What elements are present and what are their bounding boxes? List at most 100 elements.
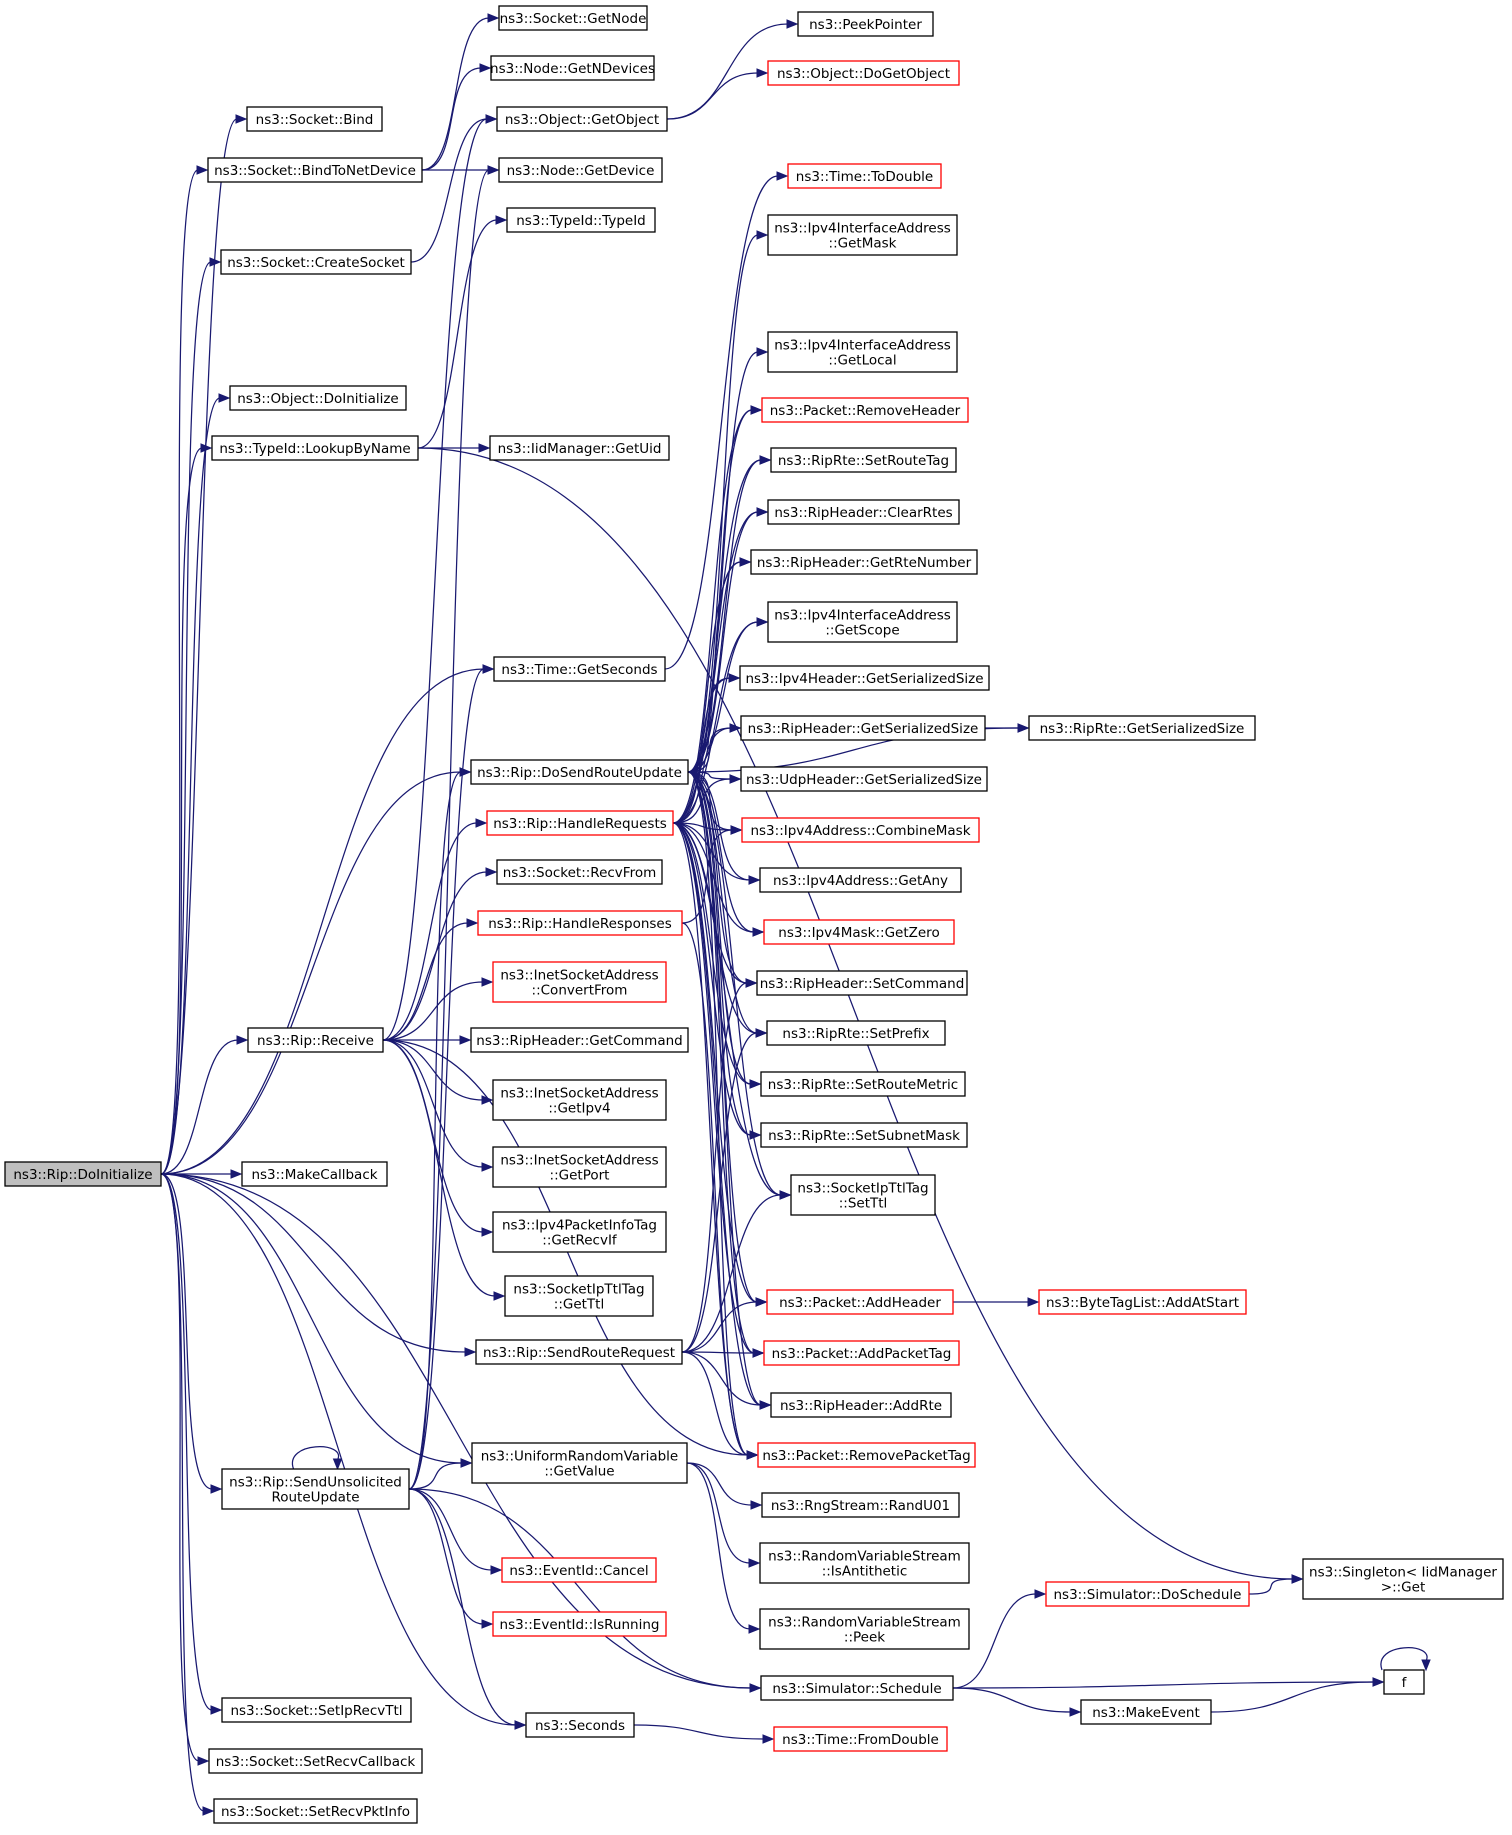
node-inetsa_convertfrom[interactable]: ns3::InetSocketAddress::ConvertFrom — [492, 961, 667, 1003]
node-socketipttltag_setttl[interactable]: ns3::SocketIpTtlTag::SetTtl — [790, 1174, 936, 1216]
node-label: f — [1402, 1675, 1408, 1691]
arrow-head — [514, 1720, 527, 1730]
edge-rip_handlerequests-to-ipv4mask_getzero — [672, 822, 765, 937]
node-inetsa_getport[interactable]: ns3::InetSocketAddress::GetPort — [492, 1146, 667, 1188]
node-rip_handleresponses[interactable]: ns3::Rip::HandleResponses — [477, 910, 683, 936]
node-riprte_setsubnetmask[interactable]: ns3::RipRte::SetSubnetMask — [760, 1122, 968, 1148]
node-box — [741, 817, 980, 843]
node-ipv4addr_getany[interactable]: ns3::Ipv4Address::GetAny — [759, 867, 962, 893]
node-ipv4ia_getlocal[interactable]: ns3::Ipv4InterfaceAddress::GetLocal — [767, 331, 958, 373]
node-iidmanager_getuid[interactable]: ns3::IidManager::GetUid — [489, 435, 670, 461]
node-typeid_typeid[interactable]: ns3::TypeId::TypeId — [506, 207, 656, 233]
node-ipv4pktinfotag_getrecvif[interactable]: ns3::Ipv4PacketInfoTag::GetRecvIf — [492, 1211, 667, 1253]
node-socket_setrecvcallback[interactable]: ns3::Socket::SetRecvCallback — [208, 1748, 423, 1774]
node-object_doinit[interactable]: ns3::Object::DoInitialize — [229, 385, 407, 411]
arrow-head — [756, 347, 769, 357]
node-eventid_cancel[interactable]: ns3::EventId::Cancel — [501, 1557, 657, 1583]
node-label: ns3::Socket::Bind — [256, 112, 374, 128]
node-box — [759, 1542, 970, 1584]
call-edges — [160, 13, 1431, 1816]
node-udpheader_getsize[interactable]: ns3::UdpHeader::GetSerializedSize — [740, 766, 988, 792]
node-riprte_setroutemetric[interactable]: ns3::RipRte::SetRouteMetric — [760, 1071, 966, 1097]
node-inetsa_getipv4[interactable]: ns3::InetSocketAddress::GetIpv4 — [492, 1079, 667, 1121]
node-ipv4ia_getscope[interactable]: ns3::Ipv4InterfaceAddress::GetScope — [767, 601, 958, 643]
node-label: ns3::Socket::RecvFrom — [503, 865, 657, 881]
node-makecallback[interactable]: ns3::MakeCallback — [241, 1161, 388, 1187]
node-box — [207, 157, 423, 183]
node-ripheader_getcommand[interactable]: ns3::RipHeader::GetCommand — [470, 1027, 689, 1053]
node-object_dogetobject[interactable]: ns3::Object::DoGetObject — [767, 60, 960, 86]
arrow-head — [196, 165, 209, 175]
edge-line — [408, 169, 490, 1490]
node-singleton_get[interactable]: ns3::Singleton< IidManager >::Get — [1302, 1558, 1504, 1600]
edge-f-to-f — [1380, 1647, 1431, 1672]
node-typeid_lookup[interactable]: ns3::TypeId::LookupByName — [211, 435, 419, 461]
node-box — [1045, 1581, 1250, 1607]
node-rvs_isantithetic[interactable]: ns3::RandomVariableStream::IsAntithetic — [759, 1542, 970, 1584]
node-packet_removeheader[interactable]: ns3::Packet::RemoveHeader — [761, 397, 969, 423]
node-peekpointer[interactable]: ns3::PeekPointer — [797, 11, 934, 37]
node-eventid_isrunning[interactable]: ns3::EventId::IsRunning — [492, 1611, 667, 1637]
node-box — [1383, 1669, 1425, 1695]
node-packet_removepackettag[interactable]: ns3::Packet::RemovePacketTag — [757, 1442, 976, 1468]
node-socket_createsocket[interactable]: ns3::Socket::CreateSocket — [220, 249, 412, 275]
node-box — [757, 1442, 976, 1468]
node-rip_handlerequests[interactable]: ns3::Rip::HandleRequests — [486, 810, 674, 836]
node-f[interactable]: f — [1383, 1669, 1425, 1695]
node-socketipttltag_getttl[interactable]: ns3::SocketIpTtlTag::GetTtl — [504, 1275, 654, 1317]
node-ipv4header_getsize[interactable]: ns3::Ipv4Header::GetSerializedSize — [739, 665, 990, 691]
edge-rip_doinit-to-socket_setrecvpktinfo — [160, 1173, 215, 1816]
arrow-head — [230, 1169, 243, 1179]
node-box — [1302, 1558, 1504, 1600]
node-time_todouble[interactable]: ns3::Time::ToDouble — [787, 163, 942, 189]
node-simulator_schedule[interactable]: ns3::Simulator::Schedule — [760, 1675, 954, 1701]
node-ripheader_getrtenumber[interactable]: ns3::RipHeader::GetRteNumber — [750, 549, 978, 575]
node-ipv4mask_getzero[interactable]: ns3::Ipv4Mask::GetZero — [763, 919, 955, 945]
node-riprte_setprefix[interactable]: ns3::RipRte::SetPrefix — [766, 1020, 946, 1046]
arrow-head — [475, 818, 488, 828]
node-riprte_setroutetag[interactable]: ns3::RipRte::SetRouteTag — [770, 447, 957, 473]
node-ripheader_addrte[interactable]: ns3::RipHeader::AddRte — [770, 1392, 952, 1418]
node-object_getobject[interactable]: ns3::Object::GetObject — [496, 106, 668, 132]
node-socket_getnode[interactable]: ns3::Socket::GetNode — [498, 5, 648, 31]
edge-line — [952, 1681, 1375, 1689]
node-ripheader_clearrtes[interactable]: ns3::RipHeader::ClearRtes — [767, 499, 960, 525]
node-label: ns3::RipRte::GetSerializedSize — [1040, 721, 1245, 737]
node-label: ns3::EventId::IsRunning — [500, 1617, 660, 1633]
node-ripheader_setcommand[interactable]: ns3::RipHeader::SetCommand — [756, 970, 968, 996]
node-seconds[interactable]: ns3::Seconds — [525, 1712, 635, 1738]
node-socket_setrecvpktinfo[interactable]: ns3::Socket::SetRecvPktInfo — [213, 1798, 418, 1824]
node-rip_receive[interactable]: ns3::Rip::Receive — [247, 1027, 384, 1053]
node-time_fromdouble[interactable]: ns3::Time::FromDouble — [773, 1726, 948, 1752]
node-uniformrv_getvalue[interactable]: ns3::UniformRandomVariable::GetValue — [471, 1442, 688, 1484]
edge-line — [160, 118, 238, 1175]
node-rvs_peek[interactable]: ns3::RandomVariableStream::Peek — [759, 1608, 970, 1650]
node-rip_dosend[interactable]: ns3::Rip::DoSendRouteUpdate — [470, 759, 689, 785]
node-rip_sendrouterequest[interactable]: ns3::Rip::SendRouteRequest — [475, 1339, 683, 1365]
node-riprte_getsize[interactable]: ns3::RipRte::GetSerializedSize — [1028, 715, 1256, 741]
node-socket_bindtonet[interactable]: ns3::Socket::BindToNetDevice — [207, 157, 423, 183]
node-time_getseconds[interactable]: ns3::Time::GetSeconds — [493, 656, 666, 682]
node-ripheader_getsize[interactable]: ns3::RipHeader::GetSerializedSize — [740, 715, 986, 741]
node-socket_recvfrom[interactable]: ns3::Socket::RecvFrom — [496, 859, 663, 885]
arrow-head — [200, 443, 213, 453]
node-makeevent[interactable]: ns3::MakeEvent — [1080, 1699, 1212, 1725]
arrow-head — [210, 1705, 223, 1715]
node-socket_setiprecvttl[interactable]: ns3::Socket::SetIpRecvTtl — [221, 1697, 412, 1723]
node-simulator_doschedule[interactable]: ns3::Simulator::DoSchedule — [1045, 1581, 1250, 1607]
edge-line — [681, 1351, 755, 1354]
node-packet_addpackettag[interactable]: ns3::Packet::AddPacketTag — [763, 1340, 960, 1366]
node-node_getdevice[interactable]: ns3::Node::GetDevice — [498, 157, 663, 183]
node-rngstream_randu01[interactable]: ns3::RngStream::RandU01 — [761, 1492, 960, 1518]
node-node_getndevices[interactable]: ns3::Node::GetNDevices — [490, 55, 655, 81]
node-bytetaglist_addatstart[interactable]: ns3::ByteTagList::AddAtStart — [1038, 1289, 1247, 1315]
node-ipv4ia_getmask[interactable]: ns3::Ipv4InterfaceAddress::GetMask — [767, 214, 958, 256]
node-label: ns3::Socket::SetIpRecvTtl — [230, 1703, 402, 1719]
node-rip_doinit[interactable]: ns3::Rip::DoInitialize — [4, 1161, 162, 1187]
node-ipv4addr_combinemask[interactable]: ns3::Ipv4Address::CombineMask — [741, 817, 980, 843]
arrow-head — [218, 393, 231, 403]
node-label: RouteUpdate — [271, 1490, 359, 1506]
node-socket_bind[interactable]: ns3::Socket::Bind — [246, 106, 383, 132]
node-packet_addheader[interactable]: ns3::Packet::AddHeader — [766, 1289, 954, 1315]
